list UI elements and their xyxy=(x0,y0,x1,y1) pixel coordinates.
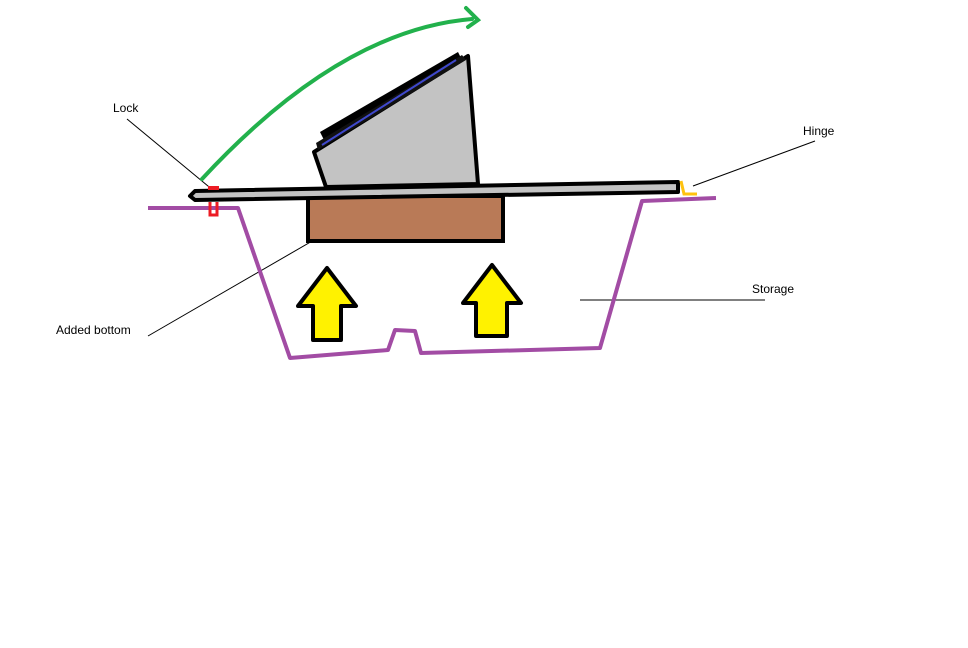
open-direction-arrow xyxy=(200,6,482,181)
added-bottom-block xyxy=(306,194,505,243)
storage-container-outline xyxy=(148,196,717,360)
hinge-leader-line xyxy=(692,140,816,187)
lock-label: Lock xyxy=(113,101,139,115)
lock-leader-line xyxy=(126,118,215,192)
tilted-panel xyxy=(312,52,480,189)
push-up-arrow-right xyxy=(461,263,523,338)
hinge-icon xyxy=(679,180,697,196)
added-bottom-label: Added bottom xyxy=(56,323,131,337)
storage-label: Storage xyxy=(752,282,795,296)
lid-board xyxy=(188,180,680,202)
push-up-arrow-left xyxy=(296,266,358,342)
hinge-label: Hinge xyxy=(803,124,835,138)
lock-icon xyxy=(208,186,219,217)
